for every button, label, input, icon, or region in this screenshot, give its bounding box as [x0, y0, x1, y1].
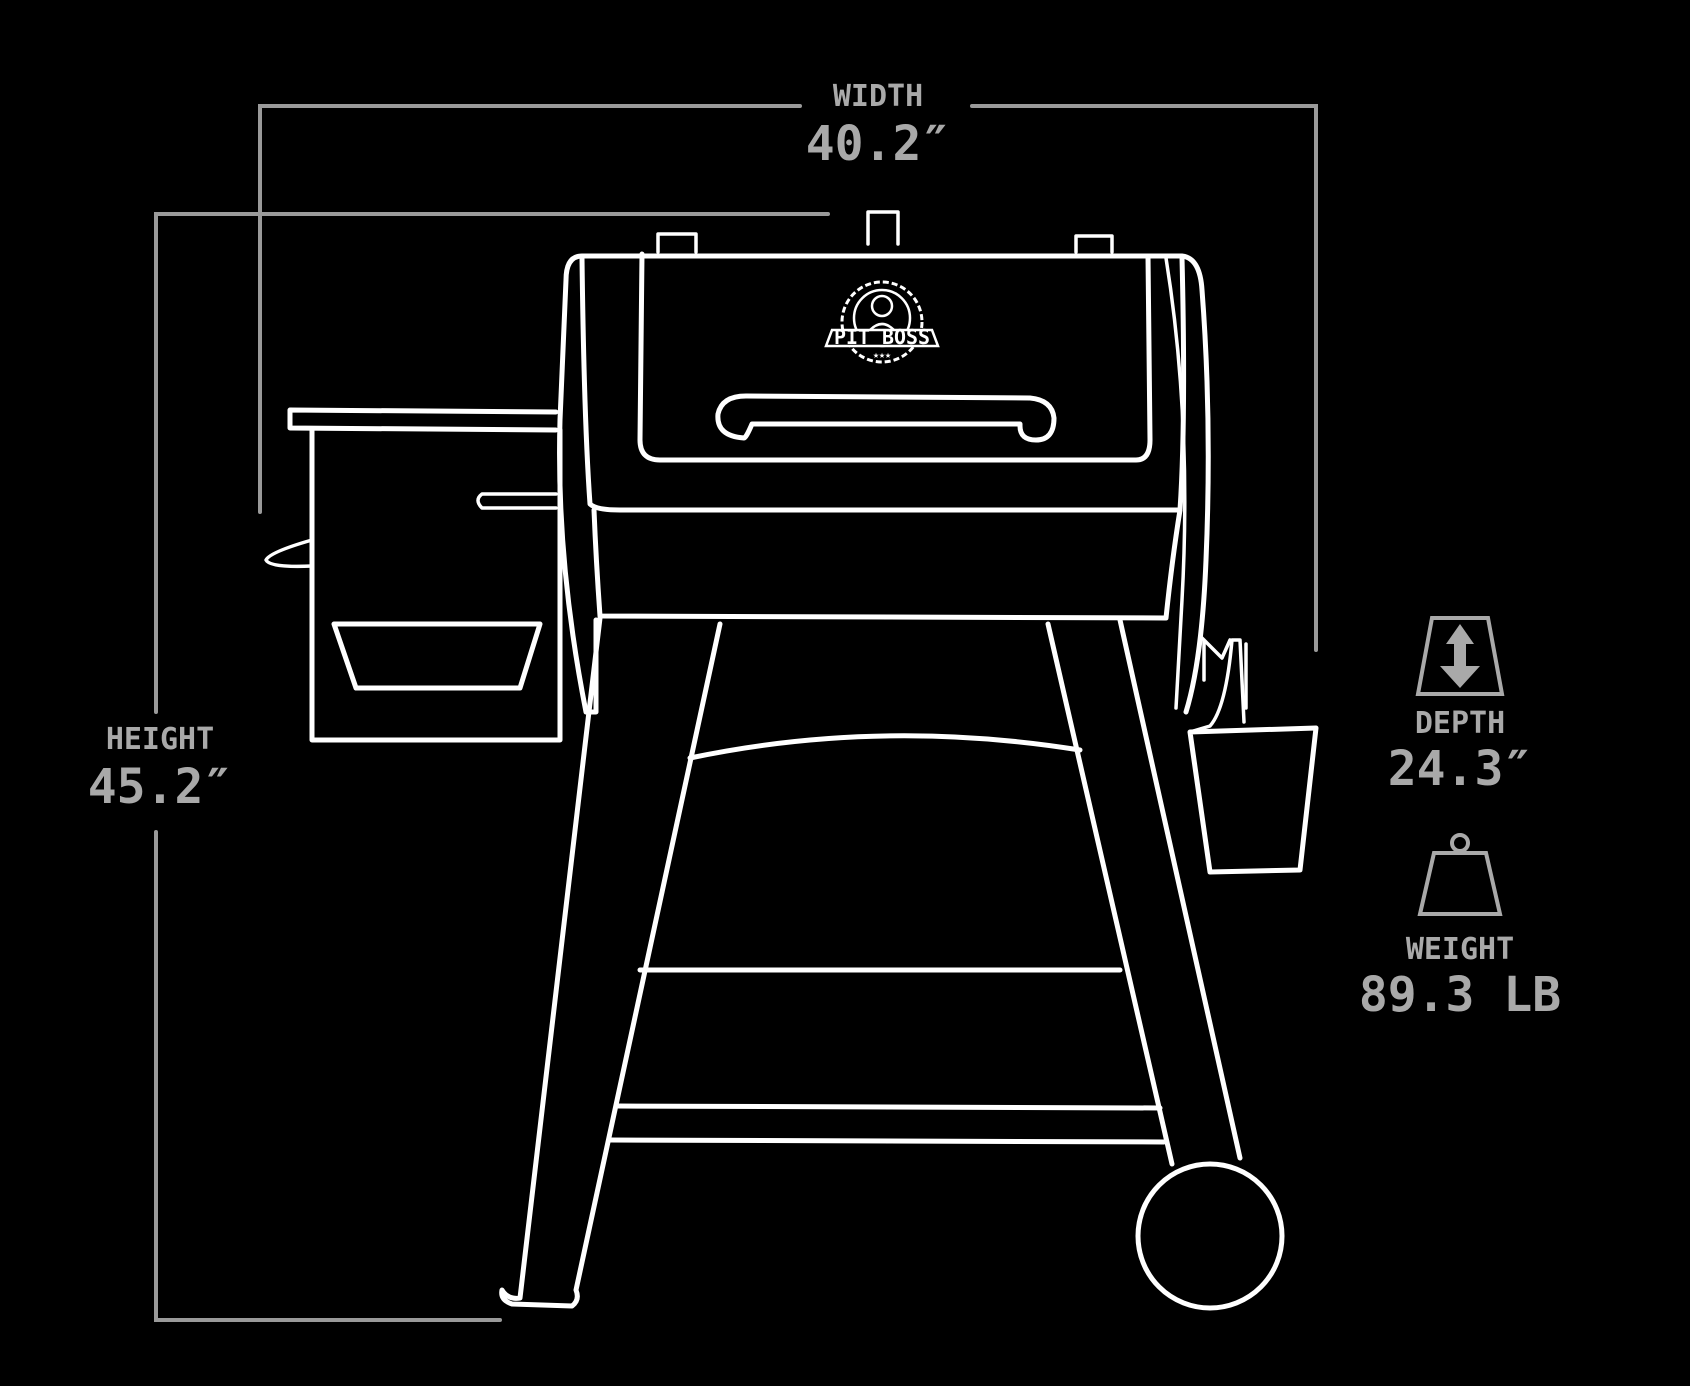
firebox-front	[591, 507, 1183, 621]
upper-crossbar	[687, 733, 1083, 761]
grill-illustration: PIT BOSS ★★★	[264, 210, 1319, 1311]
lid-panel	[637, 251, 1153, 463]
depth-label: DEPTH	[1415, 706, 1505, 741]
width-dimension-line	[258, 104, 1318, 652]
width-label: WIDTH	[833, 79, 923, 114]
width-value: 40.2″	[806, 116, 951, 172]
pit-boss-logo: PIT BOSS ★★★	[824, 280, 940, 364]
weight-value: 89.3 LB	[1359, 967, 1561, 1023]
bottom-rail-upper	[615, 1103, 1163, 1111]
hopper-pin	[476, 492, 558, 510]
hopper-window	[331, 621, 543, 691]
lid	[579, 255, 1187, 513]
front-right-leg	[1045, 617, 1243, 1167]
lid-vents	[656, 210, 1114, 254]
depth-arrow-icon	[1415, 616, 1505, 696]
front-left-leg	[499, 615, 723, 1309]
weight-label: WEIGHT	[1406, 932, 1514, 967]
wheel	[1135, 1161, 1285, 1311]
logo-text: PIT BOSS	[834, 325, 930, 349]
hopper-box	[309, 427, 563, 743]
hopper-lid	[287, 407, 559, 433]
lid-handle	[715, 393, 1057, 443]
logo-stars-icon: ★★★	[873, 350, 891, 361]
height-dimension-line	[154, 212, 830, 1322]
height-value: 45.2″	[88, 759, 233, 815]
bottom-rail-lower	[607, 1137, 1167, 1145]
depth-value: 24.3″	[1388, 741, 1533, 797]
hopper-handle	[264, 538, 314, 569]
height-label: HEIGHT	[106, 722, 214, 757]
weight-icon	[1417, 833, 1503, 916]
side-bucket	[1187, 634, 1319, 875]
